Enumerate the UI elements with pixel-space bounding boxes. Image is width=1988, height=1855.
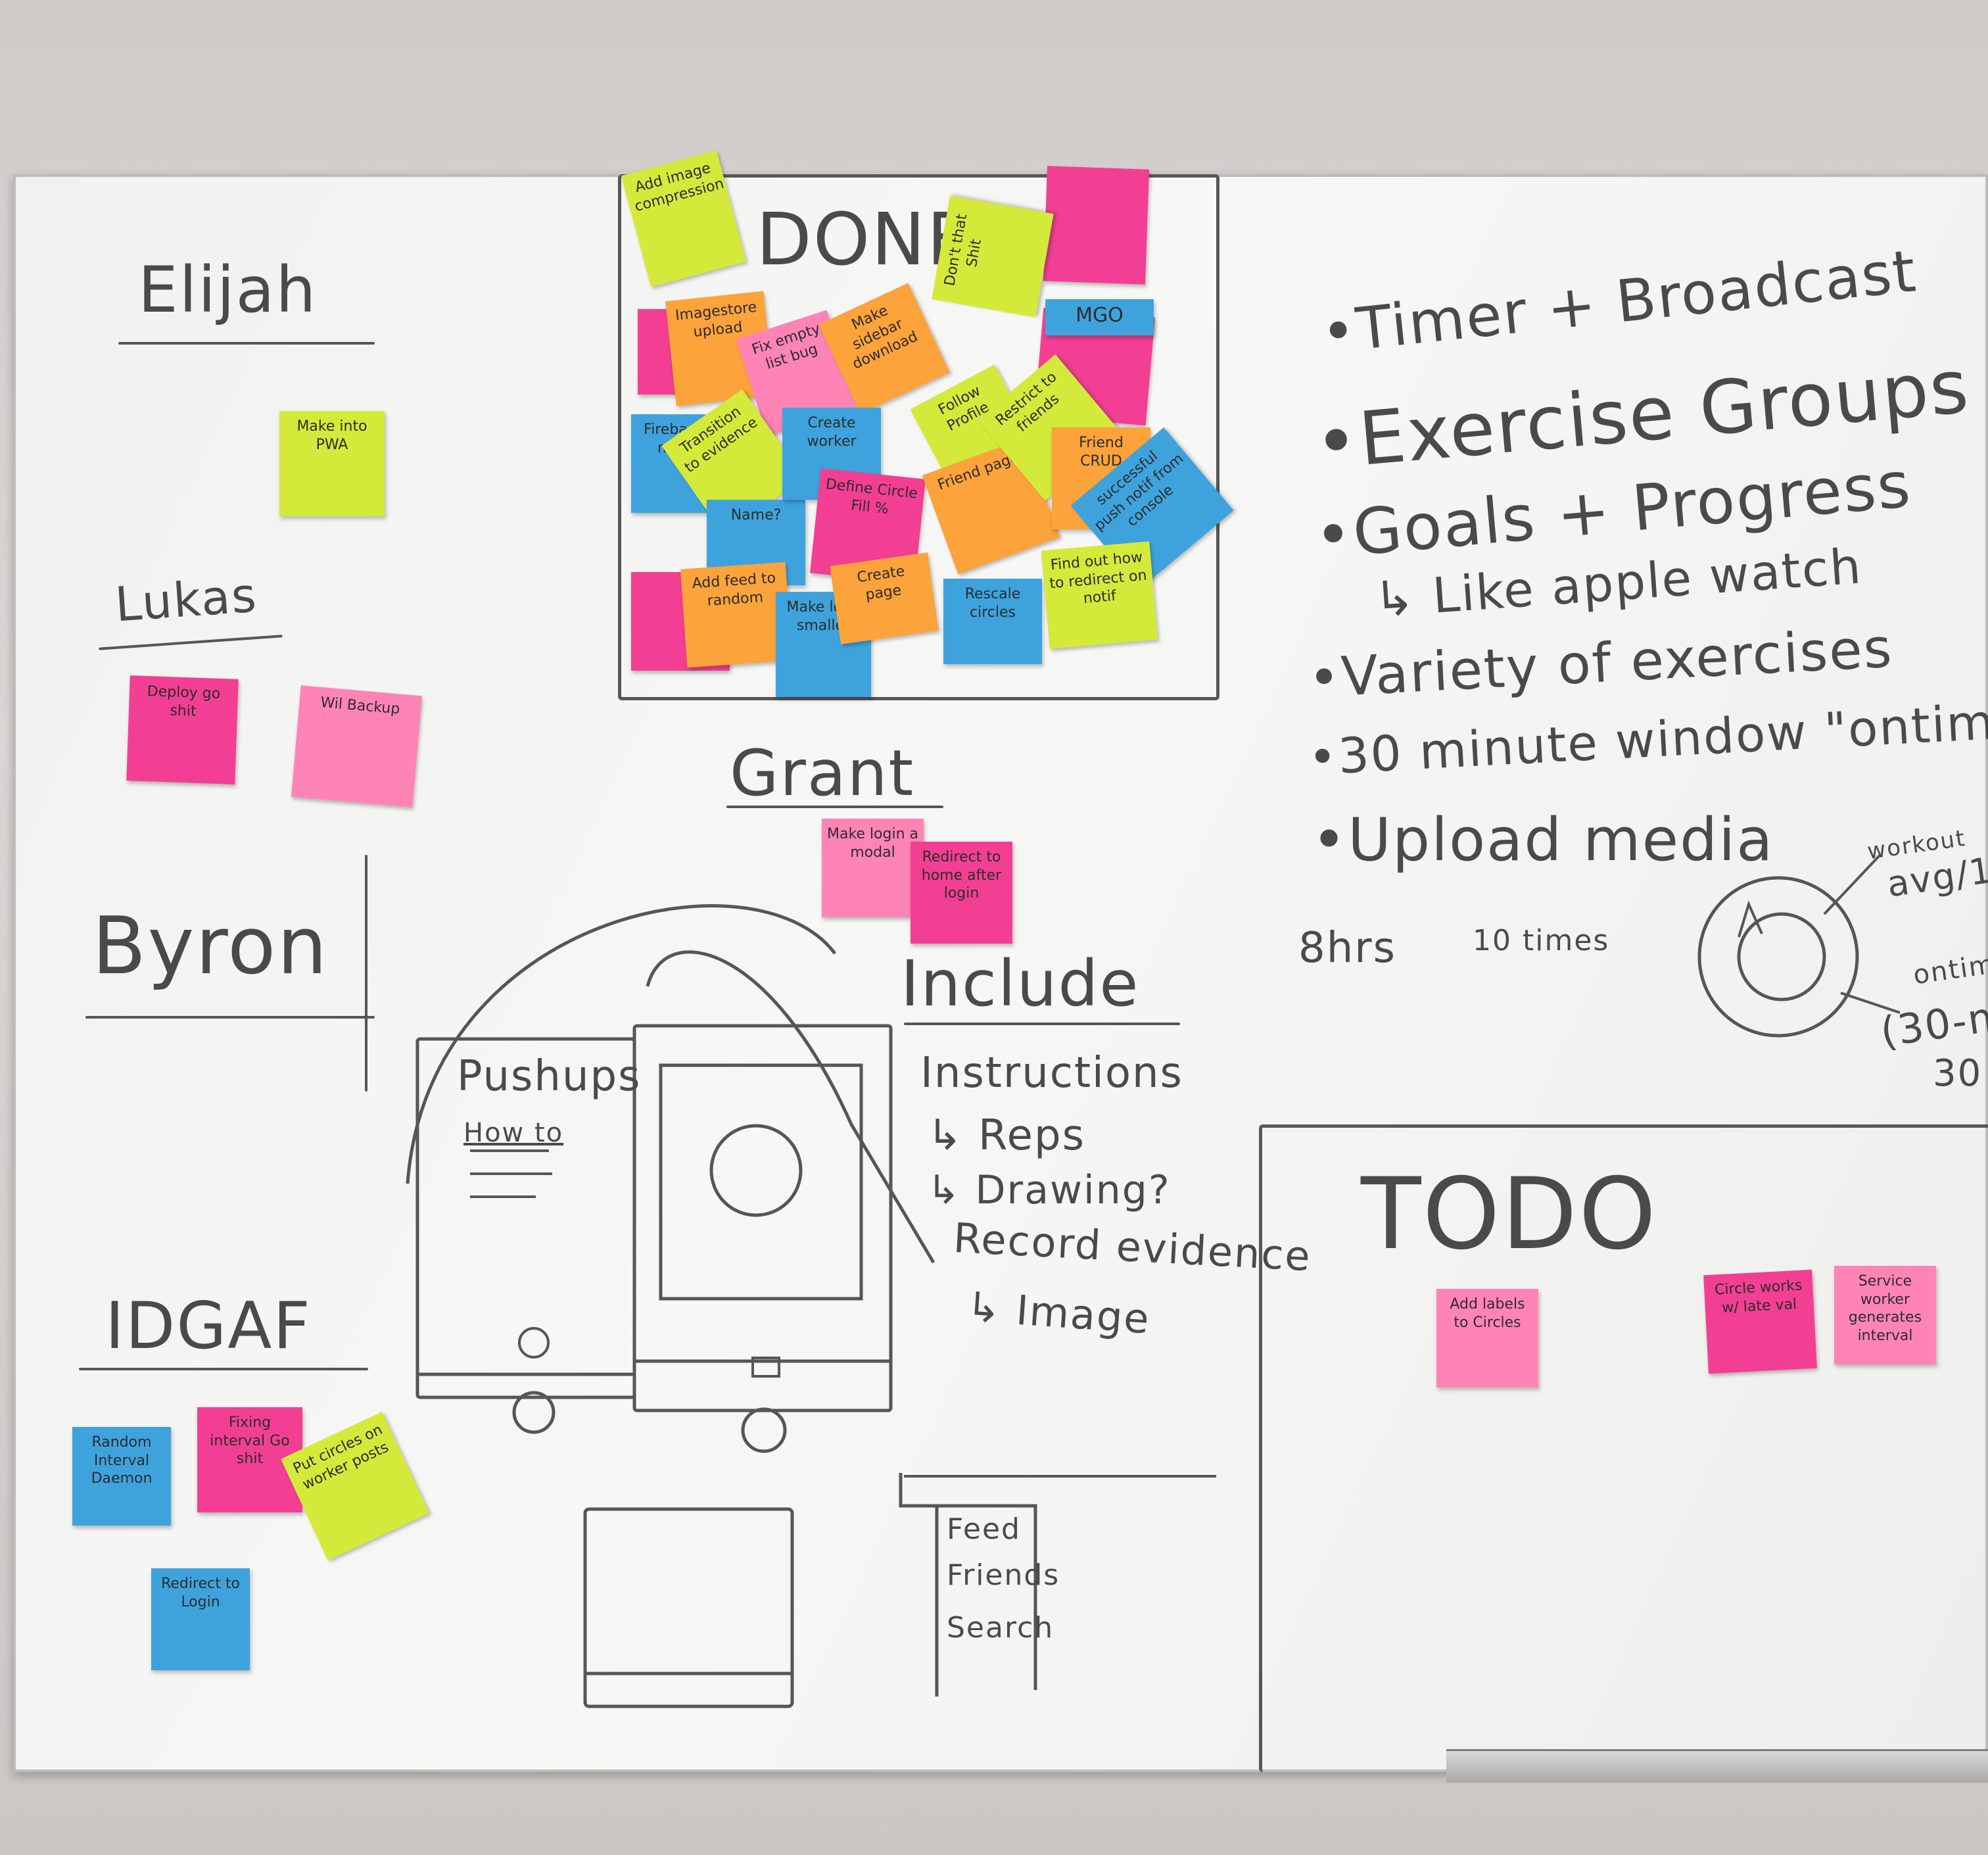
sticky-note-idgaf-0: Random Interval Daemon bbox=[72, 1427, 171, 1526]
include-item-1: ↳ Reps bbox=[927, 1111, 1085, 1160]
sticky-note-done-19: Create page bbox=[830, 552, 939, 644]
name-elijah: Elijah bbox=[138, 253, 318, 327]
feature-6: •Upload media bbox=[1312, 806, 1774, 875]
sticky-note-done-20: Rescale circles bbox=[943, 579, 1042, 664]
underline-idgaf bbox=[79, 1368, 368, 1370]
underline-grant bbox=[726, 806, 943, 808]
sticky-note-grant-1: Redirect to home after login bbox=[911, 842, 1012, 944]
name-grant: Grant bbox=[730, 736, 915, 810]
sticky-note-done-21: Find out how to redirect on notif bbox=[1041, 541, 1158, 649]
sticky-note-lukas-0: Deploy go shit bbox=[126, 675, 239, 784]
wireframe-nav-feed: Feed bbox=[947, 1512, 1021, 1546]
marker-tray bbox=[1446, 1749, 1988, 1783]
todo-box bbox=[1259, 1124, 1988, 1772]
wireframe-subtitle: How to bbox=[463, 1118, 564, 1148]
name-lukas: Lukas bbox=[113, 567, 260, 633]
include-item-0: Instructions bbox=[920, 1049, 1183, 1097]
metric-times: 10 times bbox=[1473, 924, 1610, 957]
underline-include bbox=[904, 1023, 1180, 1025]
sticky-note-todo-1: Circle works w/ late val bbox=[1703, 1269, 1817, 1374]
sticky-note-todo-2: Service worker generates interval bbox=[1834, 1266, 1936, 1364]
sticky-note-lukas-1: Wil Backup bbox=[291, 685, 423, 807]
name-idgaf: IDGAF bbox=[105, 1289, 312, 1364]
sticky-note-elijah-0: Make into PWA bbox=[279, 411, 385, 516]
progress-ring-sketch bbox=[1697, 854, 1901, 1038]
sticky-note-done-18: Make logo smaller bbox=[776, 592, 871, 697]
sticky-note-grant-0: Make login a modal bbox=[822, 819, 924, 917]
ring-note-thirty: 30 bbox=[1933, 1052, 1983, 1095]
include-title: Include bbox=[901, 947, 1140, 1021]
sticky-note-todo-0: Add labels to Circles bbox=[1436, 1289, 1538, 1387]
name-byron: Byron bbox=[92, 901, 329, 992]
wireframe-sketch bbox=[406, 904, 1216, 1708]
wireframe-nav-friends: Friends bbox=[947, 1558, 1060, 1592]
sticky-note-idgaf-3: Redirect to Login bbox=[151, 1568, 250, 1670]
underline-byron bbox=[85, 1016, 375, 1019]
metric-hours: 8hrs bbox=[1298, 924, 1396, 973]
divider-vertical bbox=[365, 855, 367, 1092]
underline-elijah bbox=[118, 342, 375, 345]
sticky-note-done-5: MGO bbox=[1045, 299, 1154, 335]
wireframe-title: Pushups bbox=[457, 1052, 642, 1101]
sticky-note-done-bg2 bbox=[1043, 166, 1150, 285]
todo-title: TODO bbox=[1361, 1157, 1658, 1272]
wireframe-nav-search: Search bbox=[947, 1611, 1054, 1645]
sticky-note-done-4: Don't that Shit bbox=[932, 195, 1054, 318]
done-title: DONE bbox=[756, 197, 974, 281]
done-box bbox=[618, 174, 1219, 700]
include-item-2: ↳ Drawing? bbox=[927, 1167, 1171, 1213]
